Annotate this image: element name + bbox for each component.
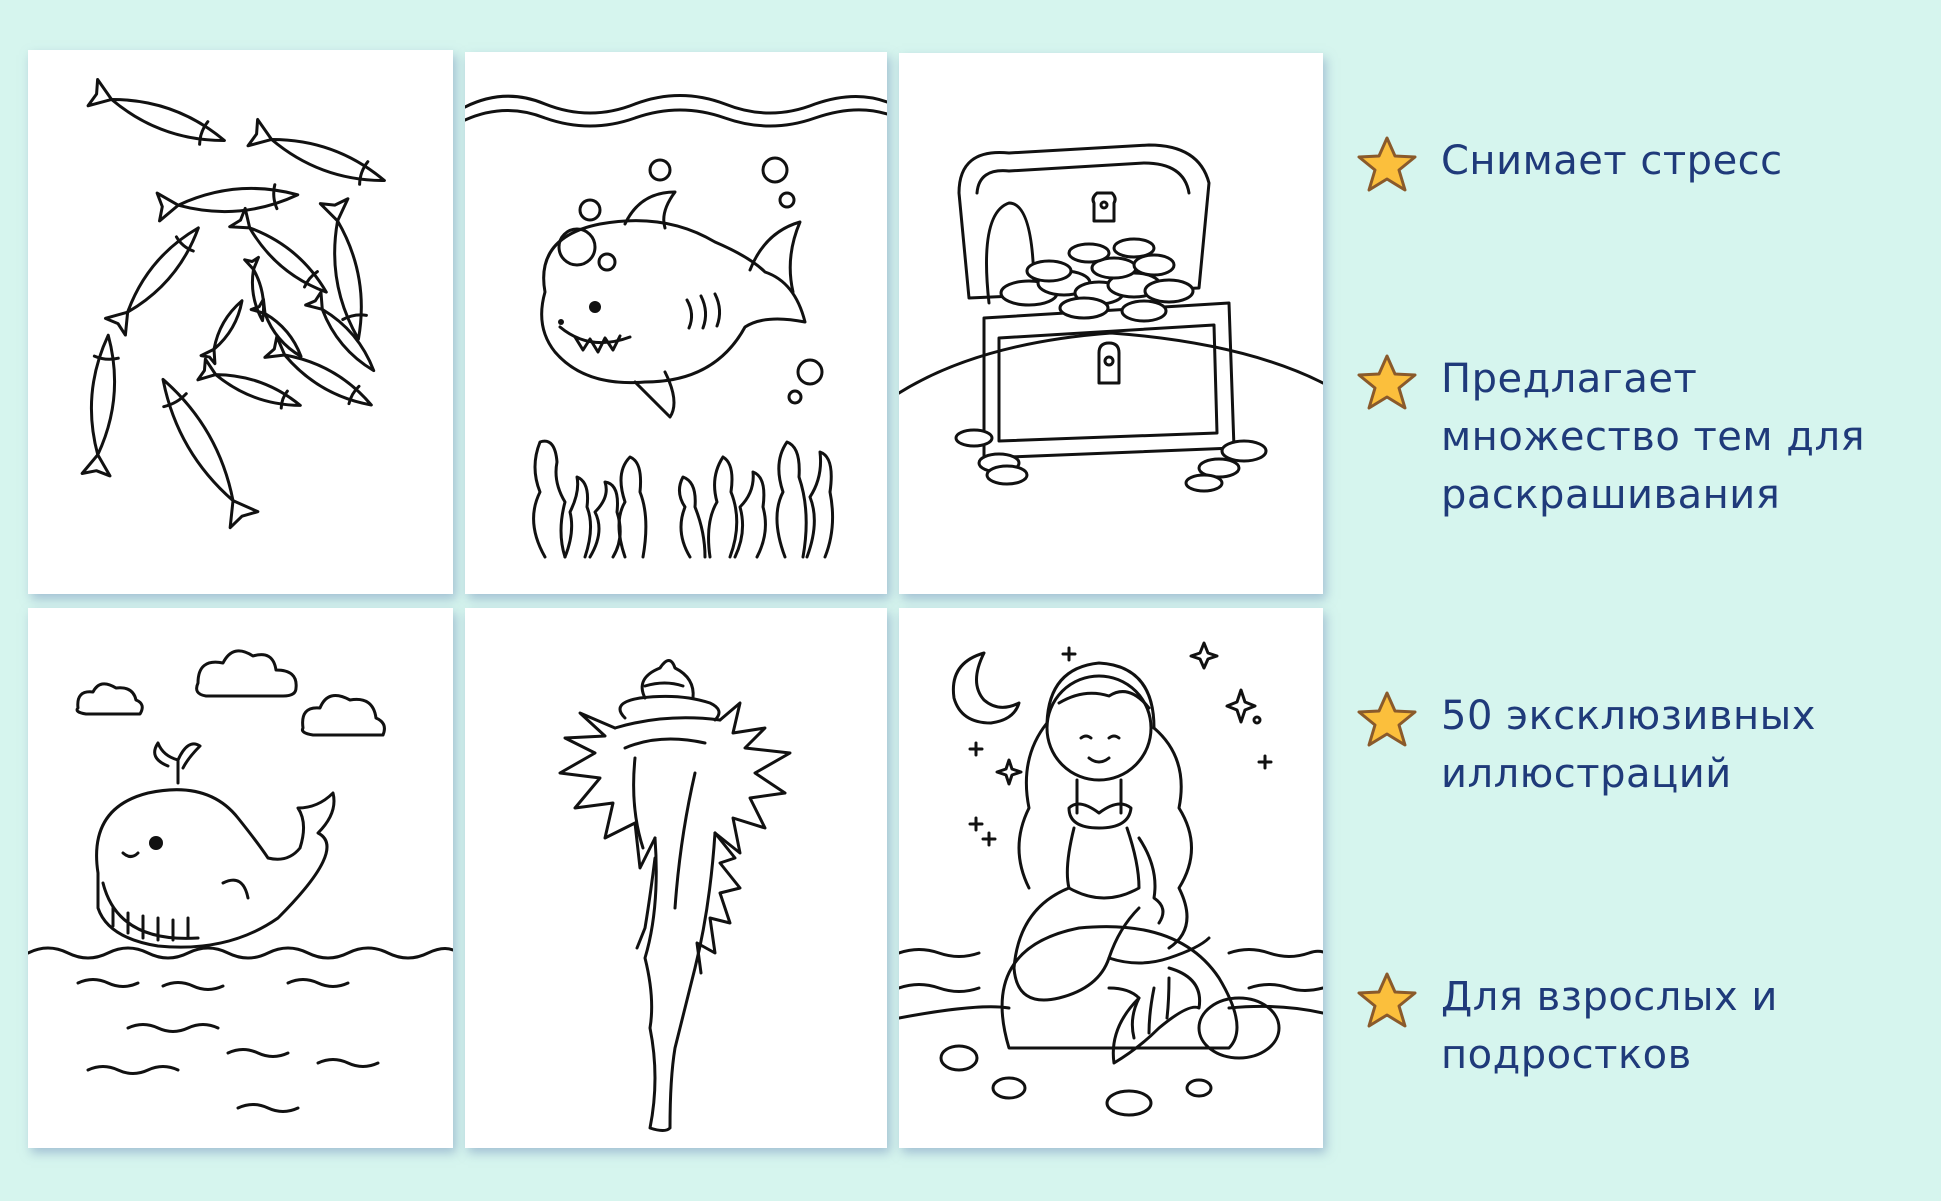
seashell-icon	[558, 659, 792, 1132]
coloring-page-treasure-chest	[899, 53, 1323, 594]
whale-icon	[28, 649, 453, 1113]
fish-school-icon	[80, 77, 386, 530]
feature-text-line: подростков	[1441, 1032, 1692, 1078]
coloring-page-whale	[28, 608, 453, 1148]
shark-icon	[465, 94, 887, 559]
treasure-chest-icon	[899, 143, 1323, 493]
star-icon	[1357, 972, 1417, 1028]
star-icon	[1357, 136, 1417, 192]
feature-text-line: множество тем для	[1441, 414, 1866, 460]
feature-text: Для взрослых и подростков	[1441, 968, 1921, 1084]
feature-text: Предлагает множество тем для раскрашиван…	[1441, 350, 1921, 524]
feature-list: Снимает стресс Предлагает множество тем …	[1355, 0, 1925, 1201]
feature-text-line: раскрашивания	[1441, 472, 1781, 518]
feature-text-line: 50 эксклюзивных	[1441, 693, 1816, 739]
feature-text-line: иллюстраций	[1441, 751, 1732, 797]
feature-text: 50 эксклюзивных иллюстраций	[1441, 687, 1921, 803]
feature-text-line: Для взрослых и	[1441, 974, 1778, 1020]
coloring-page-seashell	[465, 608, 887, 1148]
feature-text-line: Предлагает	[1441, 356, 1698, 402]
feature-text: Снимает стресс	[1441, 132, 1921, 190]
coloring-page-mermaid	[899, 608, 1323, 1148]
star-icon	[1357, 691, 1417, 747]
star-icon	[1357, 354, 1417, 410]
coloring-page-fish-school	[28, 50, 453, 594]
coloring-page-shark	[465, 52, 887, 594]
mermaid-icon	[899, 641, 1323, 1117]
feature-text-line: Снимает стресс	[1441, 138, 1783, 184]
